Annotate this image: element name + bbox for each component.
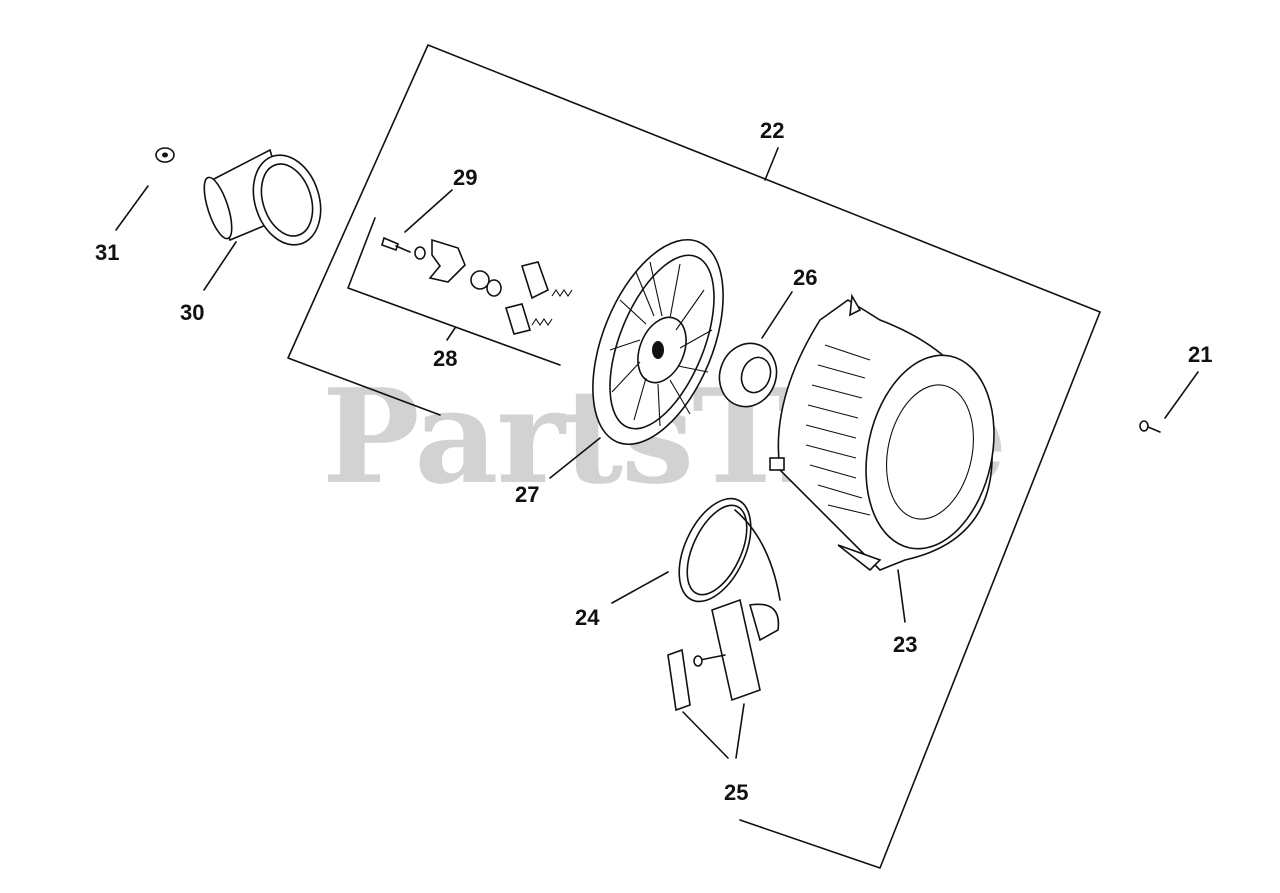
part-31-washer — [155, 147, 175, 163]
part-27-pulley — [592, 238, 724, 446]
leader-30 — [203, 241, 237, 291]
leader-25a — [682, 711, 729, 759]
leader-22 — [764, 147, 779, 181]
assembly-22-outline — [287, 44, 1101, 869]
callout-28: 28 — [433, 346, 457, 371]
leader-21 — [1164, 371, 1199, 419]
leader-25b — [735, 703, 745, 759]
callout-31: 31 — [95, 240, 119, 265]
callout-27: 27 — [515, 482, 539, 507]
leader-24 — [611, 571, 669, 604]
part-29-pawl-hardware — [381, 236, 573, 335]
callout-22: 22 — [760, 118, 784, 143]
callout-26: 26 — [793, 265, 817, 290]
leader-28 — [446, 327, 456, 341]
callout-24: 24 — [575, 605, 600, 630]
callout-30: 30 — [180, 300, 204, 325]
leader-27 — [549, 437, 601, 479]
callout-23: 23 — [893, 632, 917, 657]
callout-21: 21 — [1188, 342, 1212, 367]
leader-29 — [404, 189, 453, 233]
part-23-housing — [769, 293, 995, 572]
part-24-rope — [678, 497, 781, 603]
leader-26 — [761, 291, 793, 339]
callout-25: 25 — [724, 780, 748, 805]
part-21-screw — [1139, 420, 1161, 433]
leader-23 — [897, 569, 906, 623]
callout-29: 29 — [453, 165, 477, 190]
assembly-28-bracket — [347, 217, 561, 366]
part-25-handle — [667, 598, 780, 712]
part-26-washer — [718, 342, 778, 408]
leader-31 — [115, 185, 149, 231]
part-30-cup — [203, 148, 322, 246]
